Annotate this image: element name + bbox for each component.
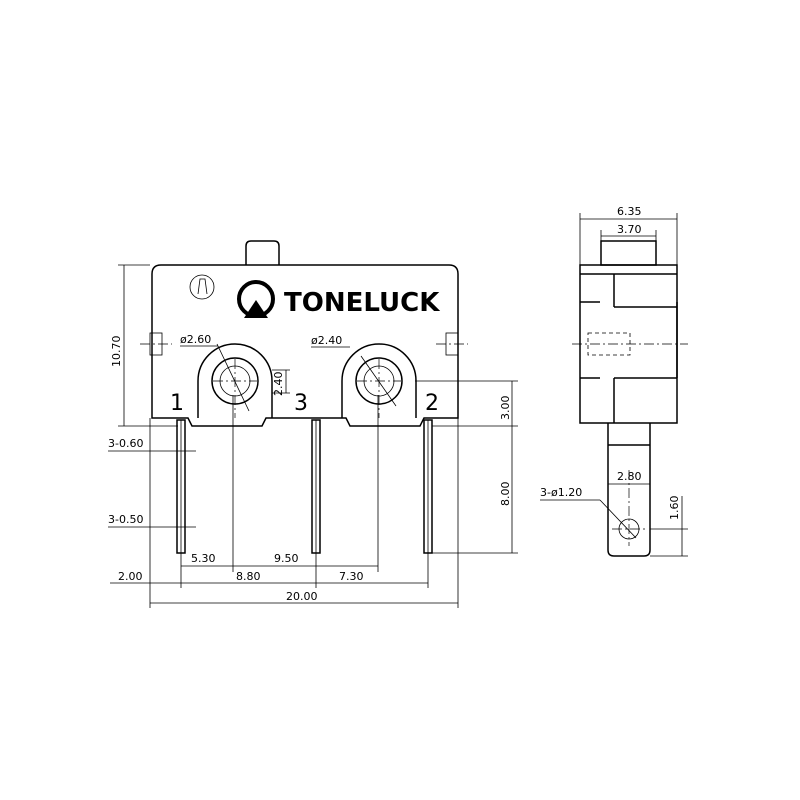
pin-2-label: 2	[425, 391, 439, 416]
dim-pin-length-label: 8.00	[499, 482, 512, 507]
side-terminal	[607, 423, 651, 557]
dim-height	[118, 264, 178, 427]
dim-pin-top-offset-label: 3.00	[499, 396, 512, 421]
leader-terminal-hole-b	[599, 499, 637, 539]
dim-hole-offset-label: 2.40	[272, 372, 285, 397]
dim-spacing-950: 9.50	[274, 552, 299, 565]
dim-spacing-200: 2.00	[118, 570, 143, 583]
dim-overall-width: 20.00	[286, 590, 318, 603]
dim-terminal-width-label: 2.80	[617, 470, 642, 483]
front-view: TONELUCK ø2.60 ø2.40	[108, 240, 518, 608]
pin-2	[423, 419, 433, 554]
pin-1-label: 1	[170, 391, 184, 416]
dim-hole-offset	[272, 369, 290, 394]
dim-actuator-width	[600, 230, 657, 241]
dim-pin-thickness-b: 3-0.50	[108, 513, 143, 526]
dim-hole-small: ø2.40	[311, 334, 342, 347]
side-view: 6.35 3.70 2.80 3-ø1.20 1.60	[540, 205, 688, 557]
dim-terminal-hole: 3-ø1.20	[540, 486, 582, 499]
dim-hole-large: ø2.60	[180, 333, 211, 346]
dim-side-width	[579, 213, 678, 265]
pin-1	[176, 419, 186, 554]
dim-spacing-730: 7.30	[339, 570, 364, 583]
dim-actuator-width-label: 3.70	[617, 223, 642, 236]
dim-spacing-880: 8.80	[236, 570, 261, 583]
brand-name: TONELUCK	[284, 288, 440, 318]
pin-3-label: 3	[294, 391, 308, 416]
mounting-hole-right	[341, 343, 417, 418]
dim-pin-thickness-a: 3-0.60	[108, 437, 143, 450]
switch-body	[151, 264, 459, 427]
actuator-button	[245, 240, 280, 265]
dim-pin-right	[415, 380, 518, 554]
mounting-hole-left	[197, 343, 273, 418]
dim-height-label: 10.70	[110, 336, 123, 368]
brand-logo-icon	[237, 280, 275, 318]
side-actuator	[600, 240, 657, 266]
dim-side-width-label: 6.35	[617, 205, 642, 218]
pin-3	[311, 419, 321, 554]
approval-mark-glyph	[197, 278, 208, 295]
approval-mark-icon	[189, 274, 215, 300]
dim-terminal-hole-offset	[650, 496, 688, 557]
dim-spacing-530: 5.30	[191, 552, 216, 565]
dim-terminal-hole-offset-label: 1.60	[668, 496, 681, 521]
